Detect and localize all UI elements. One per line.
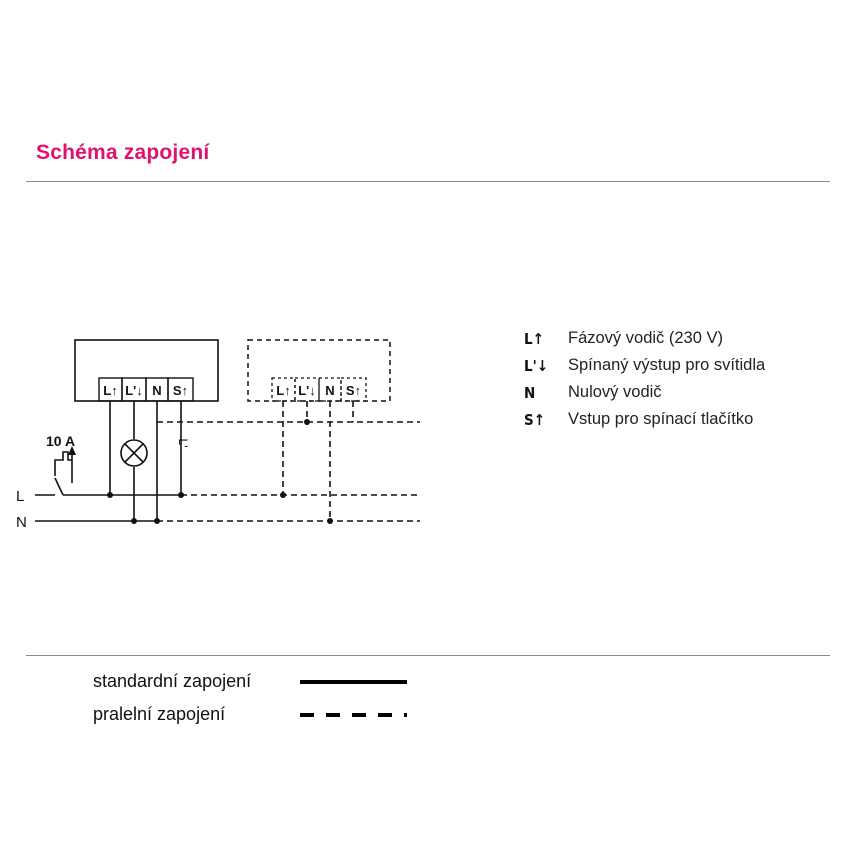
main-terminal-n-label: N (152, 383, 161, 398)
phase-label: L (16, 488, 24, 505)
main-terminal-lprime-label: L'↓ (125, 383, 143, 398)
parallel-terminal-lprime-label: L'↓ (298, 383, 316, 398)
standard-wiring (35, 401, 182, 522)
key-standard-label: standardní zapojení (93, 671, 252, 691)
legend-desc: Fázový vodič (230 V) (568, 329, 723, 347)
breaker-rating-label: 10 A (46, 433, 75, 449)
key-parallel: pralelní zapojení (93, 698, 407, 731)
legend-desc: Spínaný výstup pro svítidla (568, 356, 766, 374)
lamp-wire-label: L' (176, 439, 190, 448)
bottom-divider (26, 655, 830, 656)
parallel-wiring (157, 401, 420, 522)
terminal-legend: L↑ Fázový vodič (230 V) L'↓ Spínaný výst… (524, 325, 765, 433)
junction-parallel-lprime (304, 419, 310, 425)
parallel-terminal-s-label: S↑ (346, 383, 361, 398)
junction-neutral-n (154, 518, 160, 524)
legend-item: L'↓ Spínaný výstup pro svítidla (524, 352, 765, 379)
parallel-terminal-n-label: N (325, 383, 334, 398)
solid-line-sample (300, 679, 407, 684)
legend-item: L↑ Fázový vodič (230 V) (524, 325, 765, 352)
junction-dots (107, 419, 333, 524)
dashed-line-sample (300, 712, 407, 717)
junction-parallel-l (280, 492, 286, 498)
page-title: Schéma zapojení (36, 141, 210, 164)
line-style-key: standardní zapojení pralelní zapojení (93, 665, 407, 731)
top-divider (26, 181, 830, 182)
parallel-terminal-l-label: L↑ (276, 383, 290, 398)
legend-code: L↑ (524, 329, 544, 348)
legend-code: L'↓ (524, 356, 549, 375)
junction-phase-l (107, 492, 113, 498)
legend-desc: Vstup pro spínací tlačítko (568, 410, 754, 428)
legend-desc: Nulový vodič (568, 383, 662, 401)
legend-item: S↑ Vstup pro spínací tlačítko (524, 406, 765, 433)
lamp-wire-label-group: L' (176, 439, 190, 448)
main-terminal-l-label: L↑ (103, 383, 117, 398)
key-parallel-label: pralelní zapojení (93, 704, 226, 724)
junction-parallel-n (327, 518, 333, 524)
legend-code: S↑ (524, 410, 546, 429)
legend-code: N (524, 383, 536, 402)
breaker-arrow-icon (68, 446, 76, 455)
junction-phase-s (178, 492, 184, 498)
key-standard: standardní zapojení (93, 665, 407, 698)
legend-item: N Nulový vodič (524, 379, 765, 406)
parallel-terminal-lprime (294, 377, 320, 402)
lamp-icon (120, 439, 148, 467)
parallel-terminal-l (271, 377, 296, 402)
junction-neutral-lamp (131, 518, 137, 524)
breaker-symbol (35, 451, 73, 496)
main-terminal-s-label: S↑ (173, 383, 188, 398)
neutral-label: N (16, 514, 27, 531)
